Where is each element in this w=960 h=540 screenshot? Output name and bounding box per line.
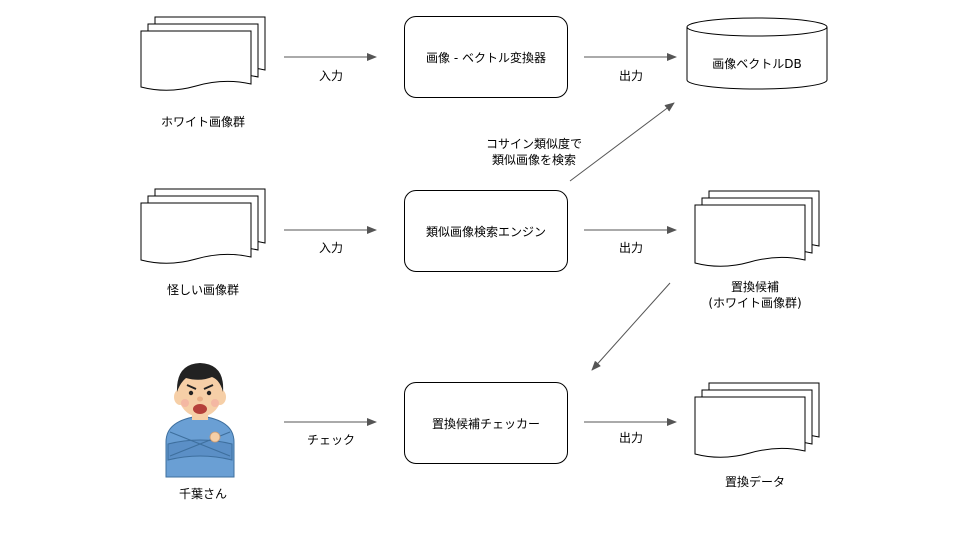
suspicious-images-stack-icon	[140, 188, 266, 264]
white-images-stack-icon	[140, 16, 266, 91]
check-label: チェック	[306, 433, 356, 447]
input-label-2: 入力	[318, 241, 344, 255]
replaced-data-stack-icon	[694, 382, 820, 458]
candidates-label-line2: (ホワイト画像群)	[708, 296, 802, 310]
vector-db-label: 画像ベクトルDB	[712, 57, 802, 71]
suspicious-images-label: 怪しい画像群	[166, 283, 240, 297]
database-icon	[686, 17, 828, 90]
candidates-label-line1: 置換候補	[730, 280, 780, 294]
output-label-2: 出力	[618, 241, 644, 255]
candidates-stack-icon	[694, 190, 820, 267]
search-label-line1: コサイン類似度で	[485, 137, 583, 151]
search-engine-label: 類似画像検索エンジン	[425, 224, 546, 239]
checker-label: 置換候補チェッカー	[431, 416, 540, 431]
arrow-candidates-checker	[591, 282, 671, 371]
replaced-data-label: 置換データ	[724, 475, 786, 489]
output-label-3: 出力	[618, 431, 644, 445]
checker-box: 置換候補チェッカー	[404, 382, 568, 464]
converter-label: 画像 - ベクトル変換器	[426, 50, 546, 65]
arrow-search-db	[569, 102, 675, 182]
search-label-line2: 類似画像を検索	[491, 153, 577, 167]
search-engine-box: 類似画像検索エンジン	[404, 190, 568, 272]
white-images-label: ホワイト画像群	[160, 115, 246, 129]
converter-box: 画像 - ベクトル変換器	[404, 16, 568, 98]
output-label-1: 出力	[618, 69, 644, 83]
person-arms-crossed-icon	[165, 363, 235, 478]
input-label-1: 入力	[318, 69, 344, 83]
person-label: 千葉さん	[178, 487, 228, 501]
